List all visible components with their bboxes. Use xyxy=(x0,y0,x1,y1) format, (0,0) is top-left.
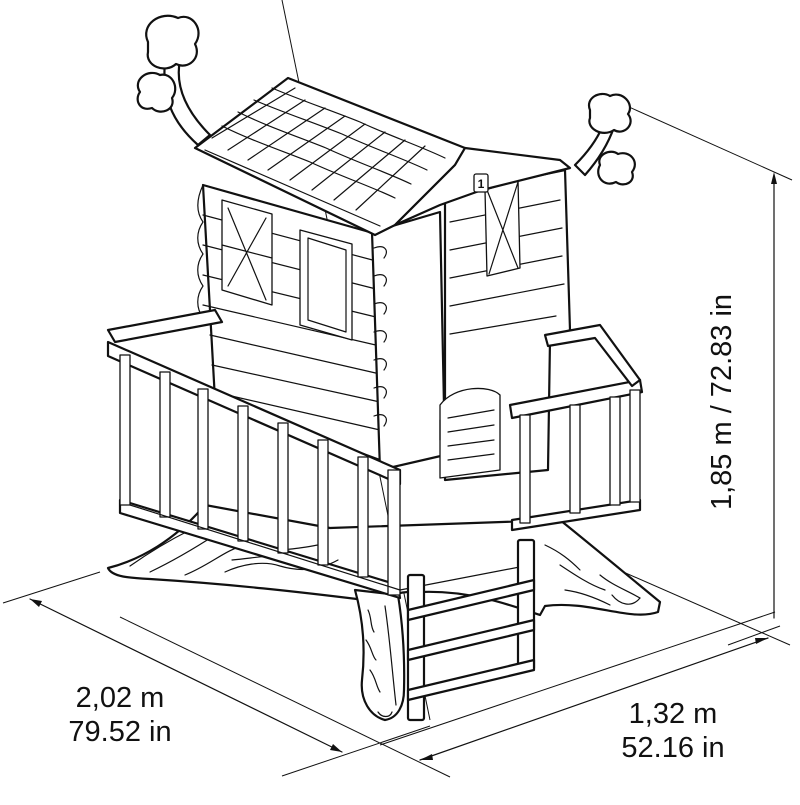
width-metric: 2,02 m xyxy=(75,682,165,714)
width-imperial: 79.52 in xyxy=(68,716,172,748)
depth-dimension-label: 1,32 m 52.16 in xyxy=(598,697,748,765)
tree-branches xyxy=(136,14,636,186)
house-number-sign xyxy=(473,173,489,193)
svg-text:1: 1 xyxy=(478,177,485,191)
balcony-railing xyxy=(106,308,644,600)
height-dimension-label: 1,85 m / 72.83 in xyxy=(706,293,738,511)
depth-imperial: 52.16 in xyxy=(621,732,725,764)
roof: 1 xyxy=(193,76,572,237)
width-dimension-label: 2,02 m 79.52 in xyxy=(50,681,190,749)
depth-metric: 1,32 m xyxy=(628,698,718,730)
tree-trunk-base xyxy=(106,503,662,722)
house-walls xyxy=(197,168,572,482)
ladder xyxy=(406,538,536,722)
